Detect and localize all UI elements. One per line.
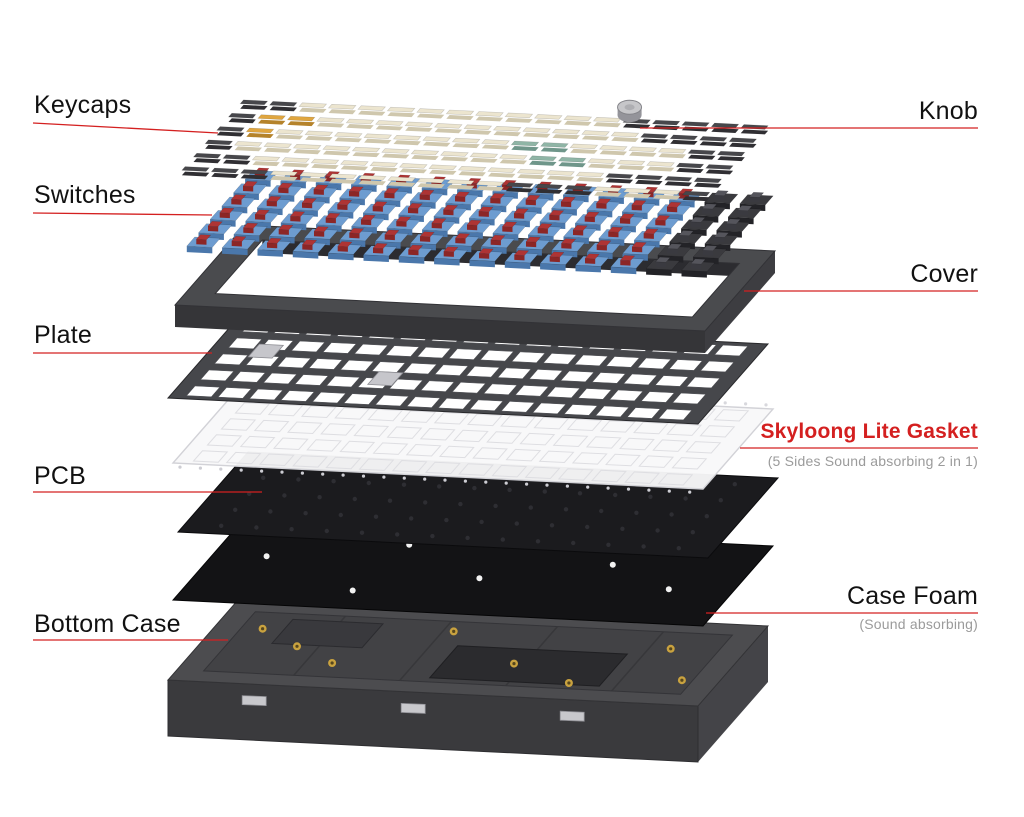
label-bottom-case: Bottom Case <box>34 610 181 638</box>
layer-keycaps <box>181 99 769 202</box>
label-gasket-title: Skyloong Lite Gasket <box>760 420 978 443</box>
label-pcb: PCB <box>34 462 87 490</box>
label-gasket-subtitle: (5 Sides Sound absorbing 2 in 1) <box>767 453 978 469</box>
label-knob: Knob <box>918 97 978 125</box>
label-case-foam-subtitle: (Sound absorbing) <box>859 616 978 632</box>
leader-lines <box>32 122 978 641</box>
label-switches: Switches <box>34 181 136 209</box>
label-case-foam: Case Foam <box>846 582 978 610</box>
label-cover: Cover <box>910 260 978 288</box>
knob <box>617 99 643 123</box>
label-plate: Plate <box>34 321 92 349</box>
layer-bottom-case <box>166 599 770 763</box>
label-keycaps: Keycaps <box>34 91 132 119</box>
layer-switches <box>186 167 774 278</box>
